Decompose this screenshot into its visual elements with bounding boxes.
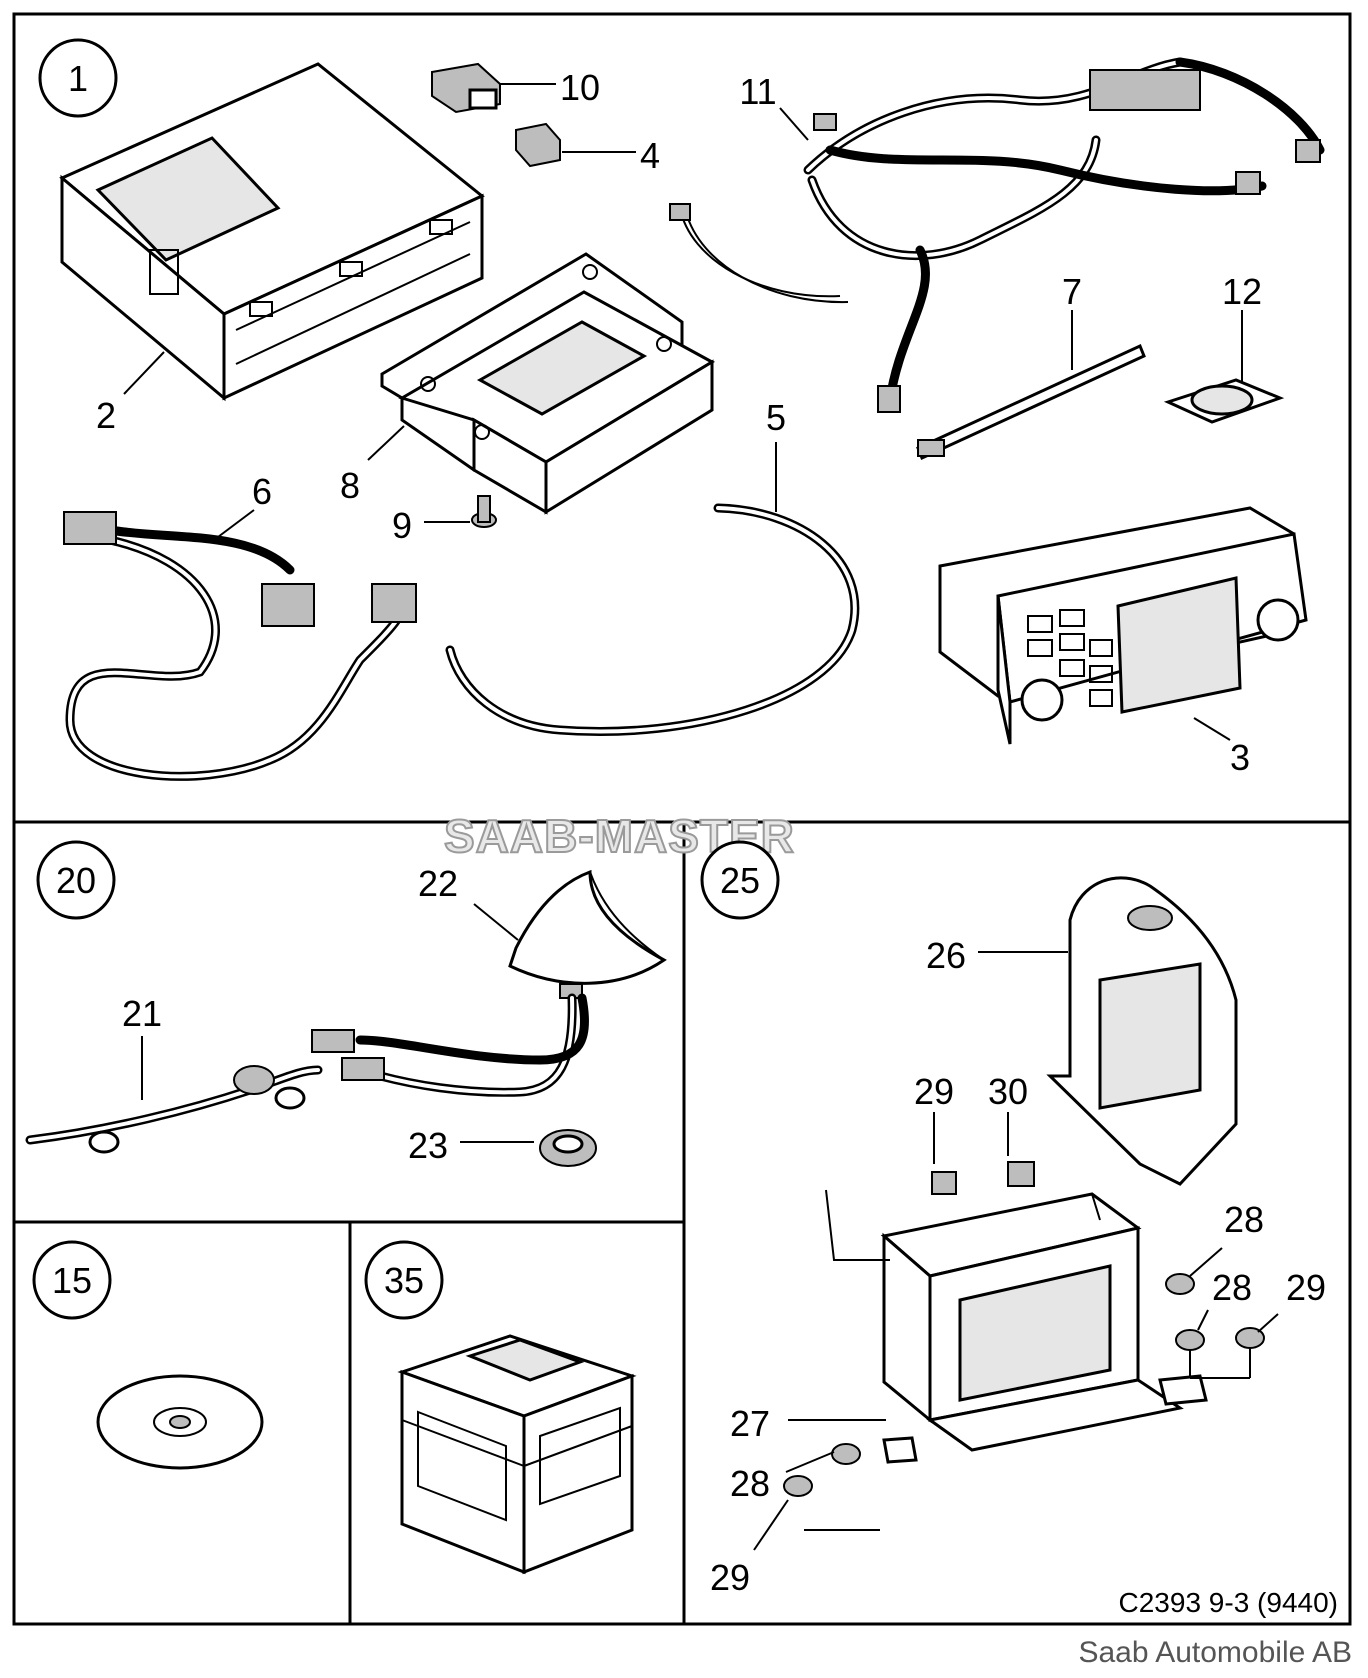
callout-2: 2 (96, 351, 165, 436)
svg-text:3: 3 (1230, 737, 1250, 778)
radio-unit (397, 1334, 637, 1575)
svg-text:30: 30 (988, 1071, 1028, 1112)
callout-28-right: 28 (1197, 1267, 1252, 1331)
callout-30: 30 (988, 1071, 1028, 1156)
shark-fin-antenna (508, 869, 667, 999)
svg-text:29: 29 (914, 1071, 954, 1112)
svg-text:27: 27 (730, 1403, 770, 1444)
callout-28-right-top: 28 (1189, 1199, 1264, 1277)
diagram-frame (12, 12, 1352, 1626)
cable-tie (916, 343, 1146, 461)
connector-part-4 (515, 122, 561, 168)
group-circle-20: 20 (36, 840, 116, 920)
antenna-cable-part-21 (25, 1065, 323, 1154)
group-circle-25: 25 (700, 840, 780, 920)
svg-text:28: 28 (1212, 1267, 1252, 1308)
callout-23: 23 (408, 1125, 534, 1166)
callout-9: 9 (392, 505, 470, 546)
callout-7: 7 (1062, 271, 1082, 370)
callout-29-right: 29 (1257, 1267, 1326, 1333)
wiring-harness (669, 57, 1325, 413)
callout-21: 21 (122, 993, 162, 1100)
callout-22: 22 (418, 863, 519, 941)
svg-text:11: 11 (739, 71, 776, 112)
svg-text:20: 20 (56, 860, 96, 901)
callout-12: 12 (1222, 271, 1262, 382)
antenna-lead (311, 993, 590, 1097)
control-module (380, 252, 716, 515)
copyright: Saab Automobile AB (1078, 1636, 1352, 1669)
adhesive-pad (1163, 378, 1285, 424)
cd-changer-unit (59, 62, 485, 402)
svg-text:23: 23 (408, 1125, 448, 1166)
callout-28-bottom: 28 (730, 1451, 835, 1504)
callout-4: 4 (562, 135, 660, 176)
svg-text:2: 2 (96, 395, 116, 436)
mounting-bracket-part-27 (825, 1189, 1208, 1464)
group-circle-35: 35 (364, 1240, 444, 1320)
callout-6: 6 (213, 471, 272, 541)
callout-11: 11 (739, 71, 809, 141)
callout-29-bottom: 29 (710, 1499, 789, 1598)
svg-text:22: 22 (418, 863, 458, 904)
svg-text:5: 5 (766, 397, 786, 438)
svg-text:6: 6 (252, 471, 272, 512)
navigation-display-unit (938, 506, 1308, 745)
svg-text:29: 29 (710, 1557, 750, 1598)
nuts-and-screws (783, 1161, 1265, 1531)
svg-text:8: 8 (340, 465, 360, 506)
group-circle-1: 1 (38, 38, 118, 118)
callout-26: 26 (926, 935, 1068, 976)
callout-29-top: 29 (914, 1071, 954, 1164)
callout-3: 3 (1193, 717, 1250, 778)
svg-text:28: 28 (1224, 1199, 1264, 1240)
svg-text:9: 9 (392, 505, 412, 546)
svg-text:7: 7 (1062, 271, 1082, 312)
svg-text:4: 4 (640, 135, 660, 176)
drawing-code: C2393 9-3 (9440) (1119, 1587, 1338, 1618)
svg-text:21: 21 (122, 993, 162, 1034)
bracket-cover-part-26 (1046, 876, 1238, 1186)
svg-text:35: 35 (384, 1260, 424, 1301)
cable-assembly-part-6 (63, 511, 417, 781)
callout-8: 8 (340, 425, 405, 506)
svg-text:1: 1 (68, 58, 88, 99)
group-circle-15: 15 (32, 1240, 112, 1320)
antenna-cable-part-5 (445, 503, 860, 737)
svg-text:12: 12 (1222, 271, 1262, 312)
svg-text:25: 25 (720, 860, 760, 901)
callout-27: 27 (730, 1403, 886, 1444)
connector-part-10 (431, 62, 501, 114)
button-grid (1027, 609, 1113, 707)
software-disc (96, 1374, 264, 1470)
svg-text:29: 29 (1286, 1267, 1326, 1308)
svg-text:10: 10 (560, 67, 600, 108)
svg-text:15: 15 (52, 1260, 92, 1301)
svg-text:28: 28 (730, 1463, 770, 1504)
callout-5: 5 (766, 397, 786, 512)
svg-text:26: 26 (926, 935, 966, 976)
callout-10: 10 (500, 67, 600, 108)
grommet-part-23 (539, 1129, 597, 1167)
screw-part-9 (471, 495, 497, 528)
